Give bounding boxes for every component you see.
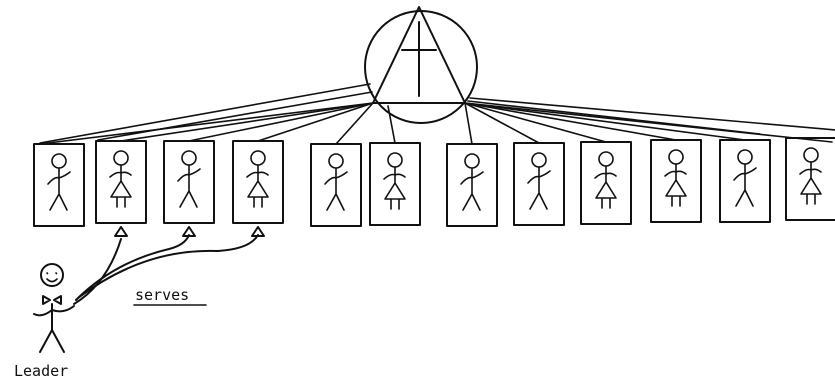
man-figure	[528, 153, 550, 209]
member-frame	[720, 140, 770, 222]
connector-line	[465, 103, 472, 144]
connector-line	[465, 103, 832, 142]
connector-lines	[40, 84, 835, 144]
man-figure	[178, 151, 200, 207]
woman-figure	[595, 152, 616, 208]
serves-label: serves	[135, 286, 189, 304]
man-figure	[461, 154, 483, 210]
leader-figure	[34, 264, 74, 352]
member-frame	[96, 141, 146, 223]
woman-figure	[665, 150, 686, 206]
leader-eyes	[47, 273, 57, 274]
connector-line	[98, 92, 372, 140]
man-figure	[734, 150, 756, 206]
leader-arms	[34, 306, 74, 315]
connector-line	[388, 106, 395, 143]
member-row	[34, 138, 835, 226]
connector-line	[465, 103, 745, 140]
symbol-circle	[365, 11, 477, 123]
leader-head	[41, 264, 63, 286]
member-frame	[233, 141, 283, 223]
member-frame	[581, 142, 631, 224]
woman-figure	[110, 151, 131, 207]
bowtie-icon	[43, 296, 61, 304]
member-frame	[651, 140, 701, 222]
leader-legs	[40, 330, 64, 352]
god-symbol	[365, 7, 477, 123]
member-frame	[786, 138, 835, 220]
man-figure	[48, 154, 70, 210]
leader-smile	[47, 279, 57, 282]
man-figure	[325, 154, 347, 210]
member-frame	[370, 143, 420, 225]
woman-figure	[384, 153, 405, 209]
member-frame	[311, 144, 361, 226]
member-frame	[514, 143, 564, 225]
member-frame	[447, 144, 497, 226]
woman-figure	[800, 148, 821, 204]
arrowhead-icon	[115, 227, 127, 236]
woman-figure	[247, 151, 268, 207]
member-frame	[34, 144, 84, 226]
member-frame	[164, 141, 214, 223]
leader-label: Leader	[14, 362, 68, 380]
